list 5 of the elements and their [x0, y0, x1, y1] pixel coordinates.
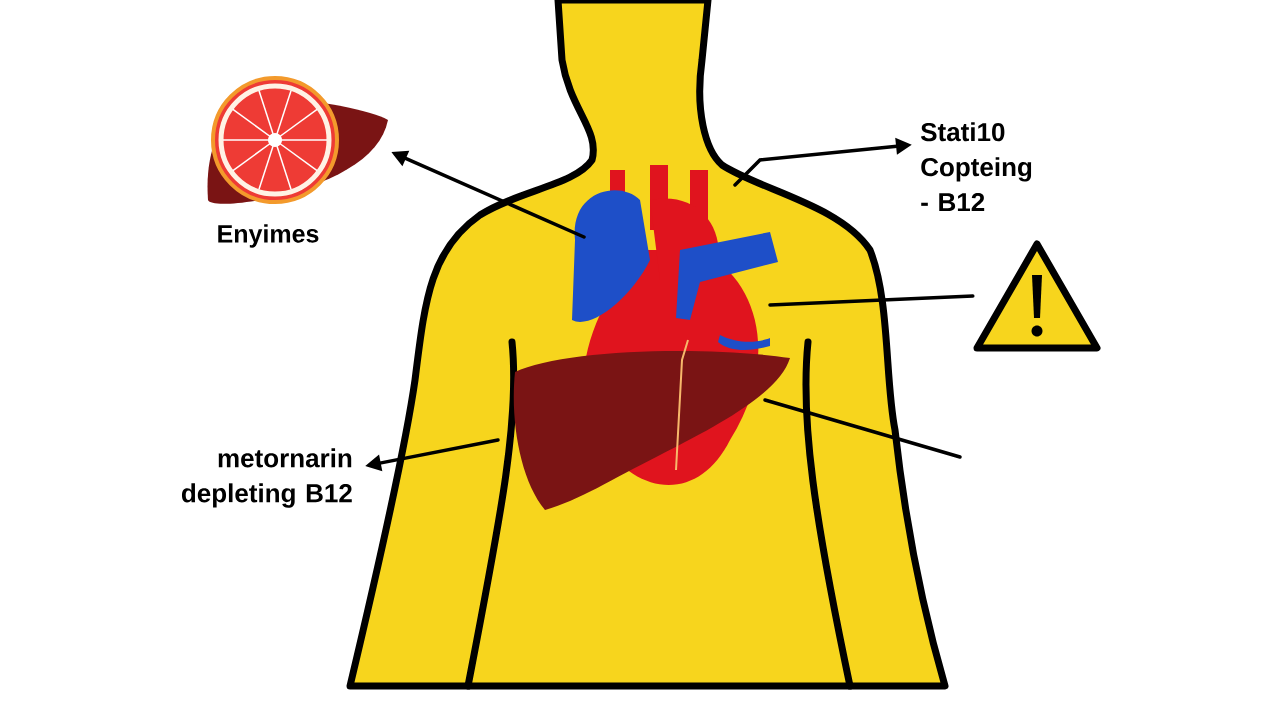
caption-text: Enyimes — [218, 224, 319, 248]
callout-text: Stati10 Copteing - B12 — [920, 122, 1032, 212]
warning-icon — [973, 240, 1101, 352]
grapefruit-liver-drawing — [207, 76, 388, 204]
callout-text: metornarin depleting B12 — [181, 448, 352, 508]
